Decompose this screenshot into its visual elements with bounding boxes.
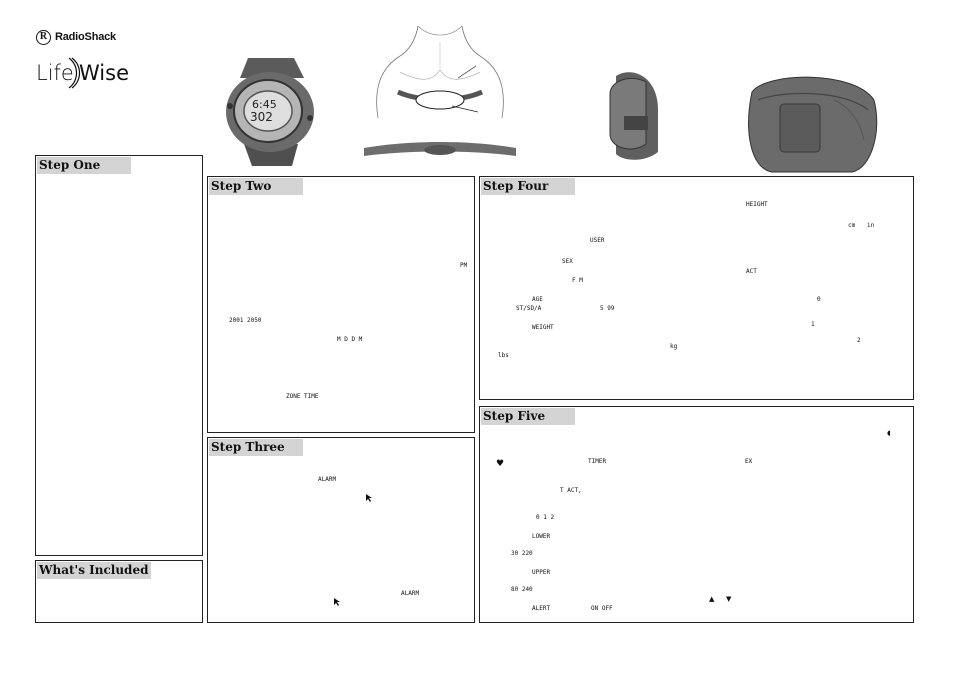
zero-token: 0 <box>817 296 821 303</box>
on-off-token: ON OFF <box>591 605 613 612</box>
alert-token: ALERT <box>532 605 551 612</box>
chest-strap-diagram <box>364 25 516 156</box>
clip-image <box>609 72 658 160</box>
lower-range-token: 30 220 <box>511 550 533 557</box>
cursor-arrow-icon <box>366 494 372 502</box>
step-four-title: Step Four <box>481 178 575 195</box>
lifewise-logo: Life Wise <box>36 57 129 89</box>
ex-token: EX <box>745 458 753 465</box>
user-token: USER <box>590 237 605 244</box>
alarm-token-2: ALARM <box>401 590 420 597</box>
down-arrow-icon: ▼ <box>726 595 732 603</box>
date-format-token: M D D M <box>337 336 363 343</box>
lbs-token: lbs <box>498 352 509 359</box>
age-range-token: 5 99 <box>600 305 615 312</box>
one-token: 1 <box>811 321 815 328</box>
step-four-panel: Step Four HEIGHT cm in USER SEX ACT F M … <box>479 176 914 400</box>
zone-numbers-token: 0 1 2 <box>536 514 555 521</box>
kg-token: kg <box>670 343 678 350</box>
cursor-arrow-icon <box>334 598 340 606</box>
weight-token: WEIGHT <box>532 324 554 331</box>
step-three-panel: Step Three ALARM ALARM <box>207 437 475 623</box>
lower-token: LOWER <box>532 533 551 540</box>
step-two-title: Step Two <box>209 178 303 195</box>
height-token: HEIGHT <box>746 201 768 208</box>
step-five-panel: Step Five ◖ ♥ TIMER EX T ACT, 0 1 2 LOWE… <box>479 406 914 623</box>
registered-mark-icon: R <box>36 30 51 45</box>
two-token: 2 <box>857 337 861 344</box>
heart-icon: ♥ <box>496 459 505 469</box>
age-token: AGE <box>532 296 543 303</box>
alarm-token-1: ALARM <box>318 476 337 483</box>
watch-image: 6:45 302 <box>226 58 314 166</box>
whats-included-panel: What's Included <box>35 560 203 623</box>
step-one-panel: Step One <box>35 155 203 556</box>
year-range-token: 2001 2050 <box>229 317 262 324</box>
upper-token: UPPER <box>532 569 551 576</box>
timer-token: TIMER <box>588 458 607 465</box>
watch-display-line2: 302 <box>250 110 273 124</box>
watch-display-line1: 6:45 <box>252 98 277 111</box>
up-arrow-icon: ▲ <box>709 595 715 603</box>
brand-name: RadioShack <box>55 31 116 43</box>
act-token: ACT <box>746 268 757 275</box>
signal-icon: ◖ <box>887 429 891 437</box>
step-five-title: Step Five <box>481 408 575 425</box>
logo-text-life: Life <box>36 61 74 85</box>
pm-token: PM <box>460 262 468 269</box>
logo-text-wise: Wise <box>79 61 129 85</box>
whats-included-title: What's Included <box>37 562 151 579</box>
t-act-token: T ACT, <box>560 487 582 494</box>
step-one-title: Step One <box>37 157 131 174</box>
carrying-pouch-image <box>748 76 878 173</box>
step-three-title: Step Three <box>209 439 303 456</box>
upper-range-token: 80 240 <box>511 586 533 593</box>
in-token: in <box>867 222 875 229</box>
zone-time-token: ZONE TIME <box>286 393 319 400</box>
st-sd-token: ST/SD/A <box>516 305 542 312</box>
cm-token: cm <box>848 222 856 229</box>
step-two-panel: Step Two PM 2001 2050 M D D M ZONE TIME <box>207 176 475 433</box>
sex-token: SEX <box>562 258 573 265</box>
f-m-token: F M <box>572 277 583 284</box>
